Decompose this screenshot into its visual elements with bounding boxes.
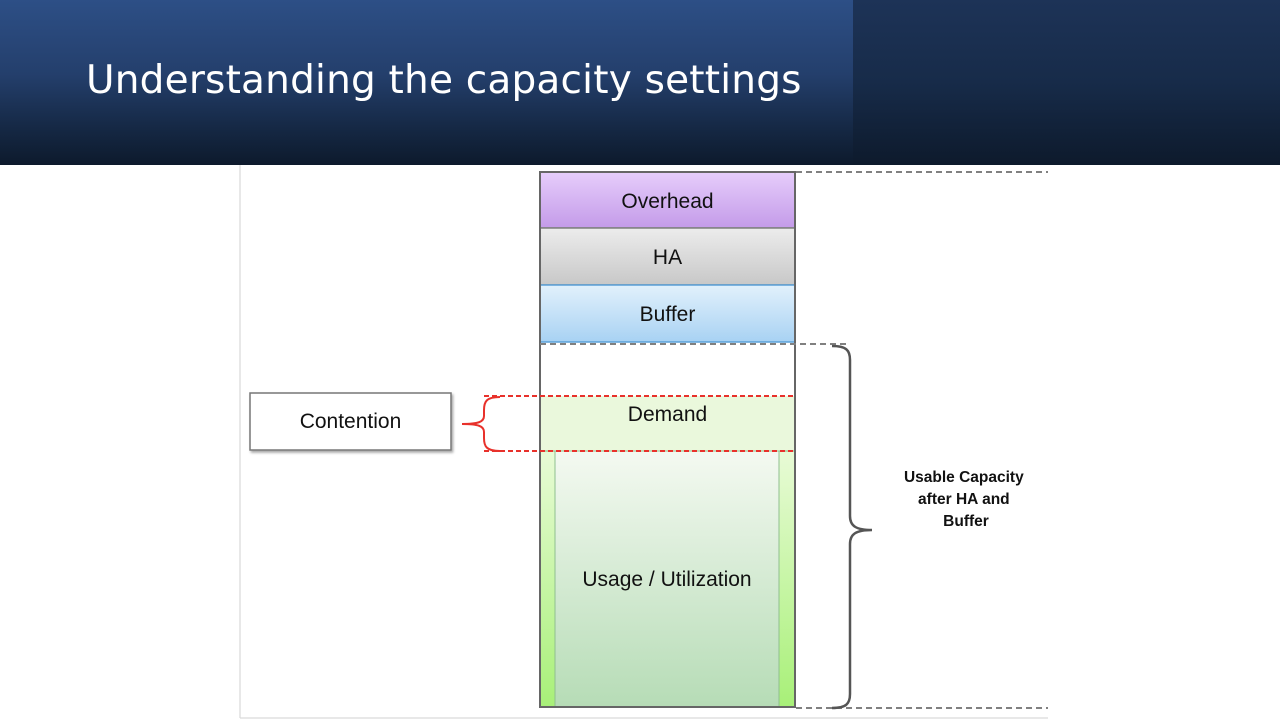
overhead-segment: Overhead: [539, 171, 796, 229]
contention-label: Contention: [300, 410, 402, 433]
contention-bracket: [461, 396, 501, 452]
usage-label: Usage / Utilization: [582, 568, 751, 591]
usable-capacity-line-1: Usable Capacity: [904, 469, 1024, 486]
usable-capacity-label: Usable Capacity after HA and Buffer: [904, 469, 1028, 530]
usage-right-strip: [778, 450, 796, 708]
ha-label: HA: [653, 246, 682, 269]
buffer-label: Buffer: [640, 303, 696, 326]
ha-segment: HA: [539, 227, 796, 286]
title-bar-accent: [853, 0, 1280, 165]
buffer-segment: Buffer: [539, 284, 796, 343]
demand-segment: Demand: [540, 396, 795, 451]
demand-label: Demand: [628, 403, 707, 426]
slide-title: Understanding the capacity settings: [86, 58, 802, 103]
unused-capacity-segment: [540, 344, 795, 396]
usable-capacity-line-2: after HA and: [918, 491, 1010, 508]
usage-segment: Usage / Utilization: [554, 450, 780, 708]
usage-left-strip: [539, 450, 556, 708]
usable-capacity-line-3: Buffer: [943, 513, 989, 530]
overhead-label: Overhead: [621, 190, 713, 213]
contention-box: Contention: [249, 392, 452, 451]
usable-capacity-brace: [831, 344, 873, 710]
capacity-column-border: [539, 171, 796, 708]
